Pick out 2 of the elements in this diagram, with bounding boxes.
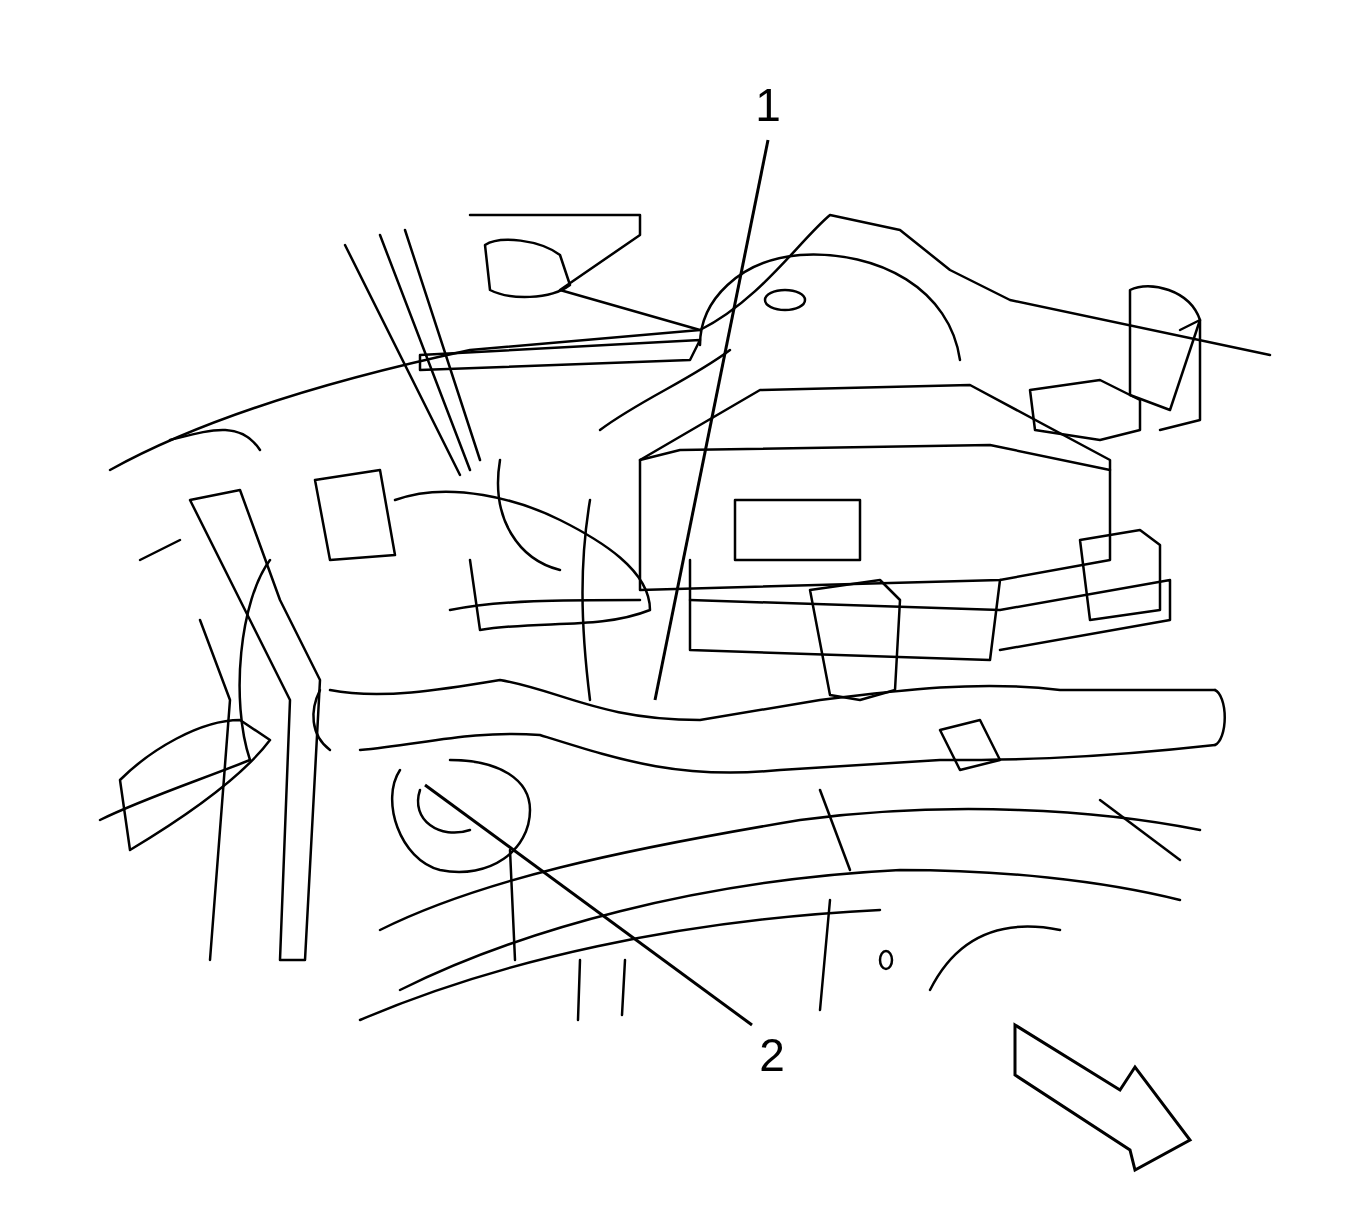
leader-line xyxy=(653,139,770,701)
leader-line xyxy=(424,783,753,1027)
